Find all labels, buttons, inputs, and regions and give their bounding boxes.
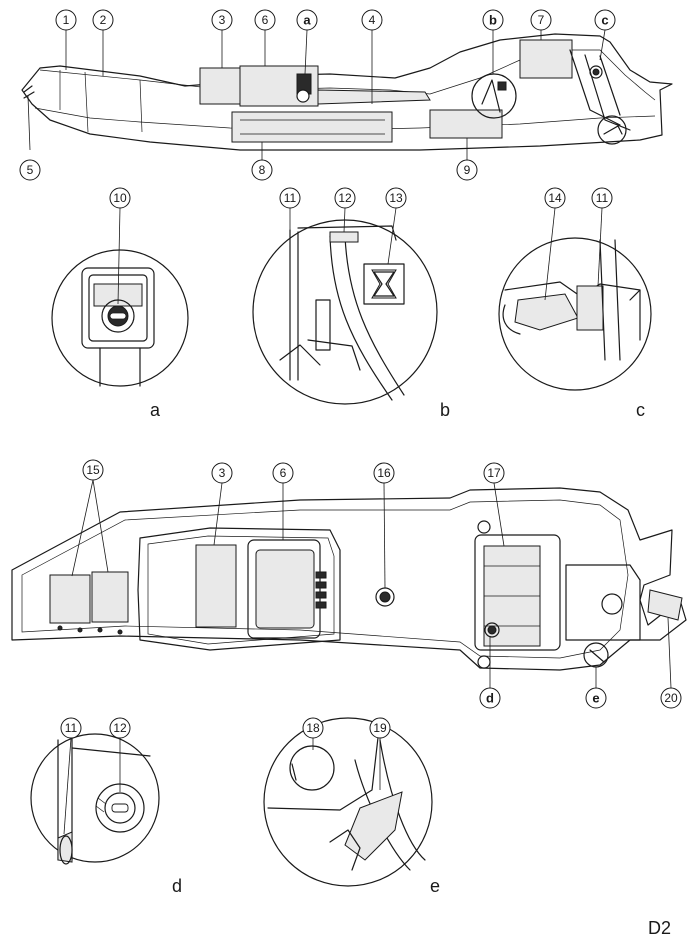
side-leaders (27, 29, 606, 160)
svg-text:3: 3 (219, 466, 226, 480)
svg-text:14: 14 (548, 191, 562, 205)
side-view (21, 33, 673, 151)
svg-text:2: 2 (100, 13, 107, 27)
svg-text:13: 13 (389, 191, 403, 205)
callout-11-b: 11 (279, 187, 301, 209)
callout-5: 5 (19, 159, 41, 181)
callout-3: 3 (211, 9, 233, 31)
detail-label-b: b (440, 400, 450, 420)
svg-text:17: 17 (487, 466, 501, 480)
detail-e (263, 717, 433, 887)
figure-code: D2 (648, 918, 671, 938)
top-console-6 (247, 539, 321, 639)
callout-10: 10 (109, 187, 131, 209)
svg-text:6: 6 (262, 13, 269, 27)
callout-11-c: 11 (591, 187, 613, 209)
top-hatch-15a (49, 574, 91, 624)
top-storage-3 (195, 544, 237, 628)
side-detail-circle-c (597, 115, 627, 145)
callout-9: 9 (456, 159, 478, 181)
svg-text:9: 9 (464, 163, 471, 177)
svg-text:12: 12 (113, 721, 127, 735)
callout-12-b: 12 (334, 187, 356, 209)
callout-14: 14 (544, 187, 566, 209)
callout-8: 8 (251, 159, 273, 181)
svg-text:19: 19 (373, 721, 387, 735)
callout-12-d: 12 (109, 717, 131, 739)
top-hull-outline (11, 487, 687, 671)
callout-19: 19 (369, 717, 391, 739)
svg-text:16: 16 (377, 466, 391, 480)
callout-17: 17 (483, 462, 505, 484)
detail-label-c: c (636, 400, 645, 420)
svg-text:11: 11 (65, 721, 78, 735)
marker-b: b (482, 9, 504, 31)
detail-c (498, 207, 652, 391)
marker-e: e (585, 687, 607, 709)
svg-text:a: a (303, 13, 311, 28)
callout-6-top: 6 (272, 462, 294, 484)
callout-6: 6 (254, 9, 276, 31)
svg-text:15: 15 (86, 463, 100, 477)
detail-label-e: e (430, 876, 440, 896)
callout-1: 1 (55, 9, 77, 31)
callout-4: 4 (361, 9, 383, 31)
callout-2: 2 (92, 9, 114, 31)
svg-text:7: 7 (538, 13, 545, 27)
callout-20: 20 (660, 687, 682, 709)
svg-text:c: c (601, 13, 608, 28)
svg-text:18: 18 (306, 721, 320, 735)
svg-text:6: 6 (280, 466, 287, 480)
marker-c: c (594, 9, 616, 31)
side-compartment-9 (429, 109, 503, 139)
callout-11-d: 11 (60, 717, 82, 739)
callouts: 1 2 3 6 a 4 b 7 c 5 8 9 10 11 12 13 14 1… (19, 9, 682, 739)
svg-text:11: 11 (596, 191, 609, 205)
callout-16: 16 (373, 462, 395, 484)
svg-text:5: 5 (27, 163, 34, 177)
top-leaders (71, 479, 672, 689)
svg-text:3: 3 (219, 13, 226, 27)
marker-a: a (296, 9, 318, 31)
svg-text:10: 10 (113, 191, 127, 205)
svg-text:8: 8 (259, 163, 266, 177)
detail-letters: a b c d e (150, 400, 645, 896)
callout-7: 7 (530, 9, 552, 31)
callout-13: 13 (385, 187, 407, 209)
side-compartment-8 (231, 111, 393, 143)
top-view (11, 487, 687, 671)
callout-15: 15 (82, 459, 104, 481)
svg-text:20: 20 (664, 691, 678, 705)
detail-label-d: d (172, 876, 182, 896)
top-hatch-15b (91, 571, 129, 623)
side-seat (317, 89, 431, 105)
svg-text:1: 1 (63, 13, 70, 27)
side-storage-3 (199, 67, 246, 105)
svg-text:4: 4 (369, 13, 376, 27)
callout-3-top: 3 (211, 462, 233, 484)
svg-text:11: 11 (284, 191, 297, 205)
detail-b (252, 207, 438, 405)
detail-label-a: a (150, 400, 161, 420)
side-stern-block-7 (519, 39, 573, 79)
svg-text:b: b (489, 13, 497, 28)
svg-text:12: 12 (338, 191, 352, 205)
callout-18: 18 (302, 717, 324, 739)
detail-a (51, 207, 189, 387)
detail-d (30, 733, 160, 865)
side-detail-circle-b (471, 73, 517, 119)
marker-d: d (479, 687, 501, 709)
svg-text:d: d (486, 691, 494, 706)
svg-text:e: e (592, 691, 599, 706)
